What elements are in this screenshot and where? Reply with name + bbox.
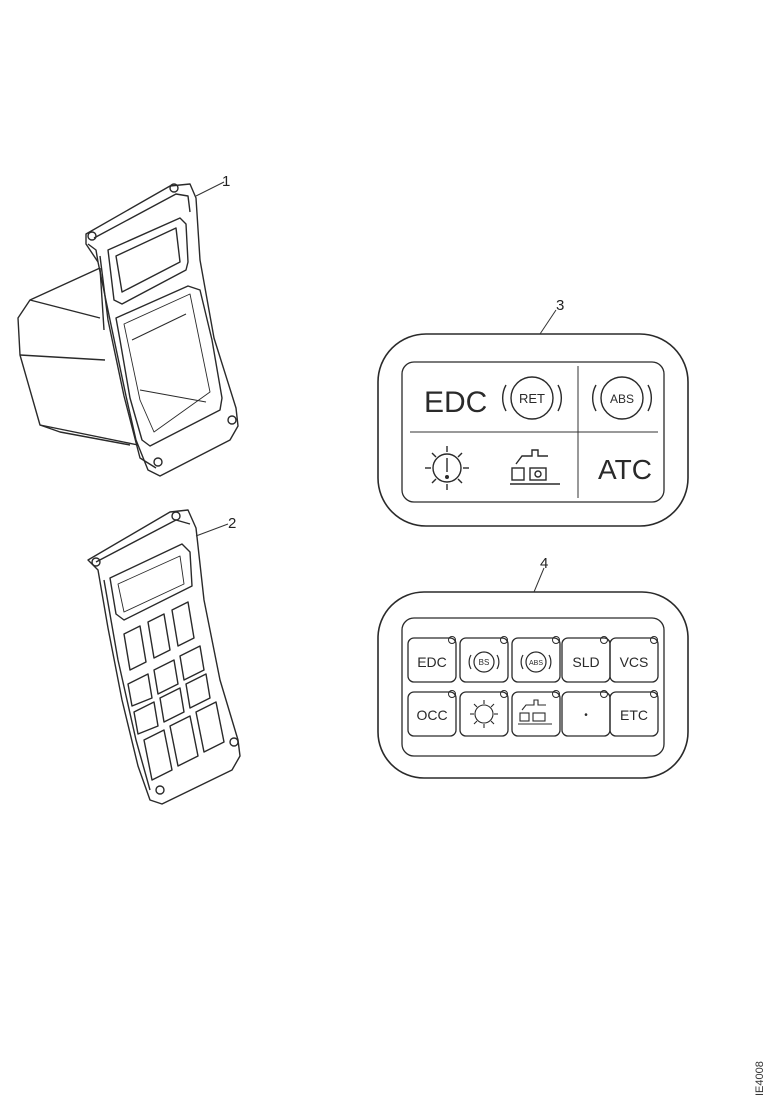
switch-abs-icon — [520, 651, 552, 673]
switch-edc-label: EDC — [417, 654, 447, 670]
switch-etc[interactable] — [609, 691, 659, 737]
panel-3-retarder-icon — [502, 376, 562, 420]
leader-line-4 — [533, 567, 545, 593]
switch-abs-label: ABS — [529, 660, 543, 667]
leader-line-3 — [539, 309, 557, 335]
switch-vcs[interactable] — [609, 637, 659, 683]
switch-edc[interactable] — [407, 637, 457, 683]
switch-etc-label: ETC — [620, 707, 648, 723]
panel-3-edc-label: EDC — [424, 386, 487, 419]
switch-vcs-label: VCS — [620, 654, 649, 670]
panel-3-abs-label: ABS — [610, 392, 634, 406]
panel-3-abs-icon — [592, 376, 652, 420]
panel-3-outer — [377, 333, 689, 527]
switch-gear-warning-icon — [470, 700, 498, 728]
switch-sld-label: SLD — [572, 654, 599, 670]
indicator-leds — [448, 636, 658, 698]
drawing-reference-number: IE4008 — [754, 1061, 766, 1096]
switch-bs-icon — [468, 651, 500, 673]
switch-bs[interactable] — [459, 637, 509, 683]
panel-4-inner — [401, 617, 665, 757]
panel-3-gear-warning-icon — [425, 446, 469, 490]
switch-occ[interactable] — [407, 691, 457, 737]
item-2-bezel-switch-openings — [87, 509, 241, 805]
switch-gear-warning[interactable] — [459, 691, 509, 737]
switch-blank-label: • — [584, 710, 588, 721]
panel-3-atc-label: ATC — [598, 454, 652, 485]
item-4-switch-panel: EDC BS ABS SLD VCS OCC • ETC — [377, 591, 689, 779]
item-3-indicator-panel: EDC RET ABS ATC — [377, 333, 689, 527]
leader-line-1 — [195, 181, 225, 197]
panel-4-outer — [377, 591, 689, 779]
callout-4: 4 — [540, 555, 548, 572]
switch-axle-lift-icon — [518, 699, 552, 725]
drawing-reference: IE4008 — [752, 1040, 770, 1100]
panel-3-inner — [401, 361, 665, 503]
callout-3: 3 — [556, 297, 564, 314]
callout-2: 2 — [228, 515, 236, 532]
item-1-bezel-with-housing — [17, 183, 239, 477]
switch-occ-label: OCC — [416, 707, 447, 723]
panel-3-ret-label: RET — [519, 391, 545, 406]
panel-3-axle-lift-icon — [510, 449, 560, 485]
switch-bs-label: BS — [479, 658, 490, 667]
leader-line-2 — [195, 523, 229, 537]
switch-axle-lift[interactable] — [511, 691, 561, 737]
callout-1: 1 — [222, 173, 230, 190]
switch-abs[interactable] — [511, 637, 561, 683]
